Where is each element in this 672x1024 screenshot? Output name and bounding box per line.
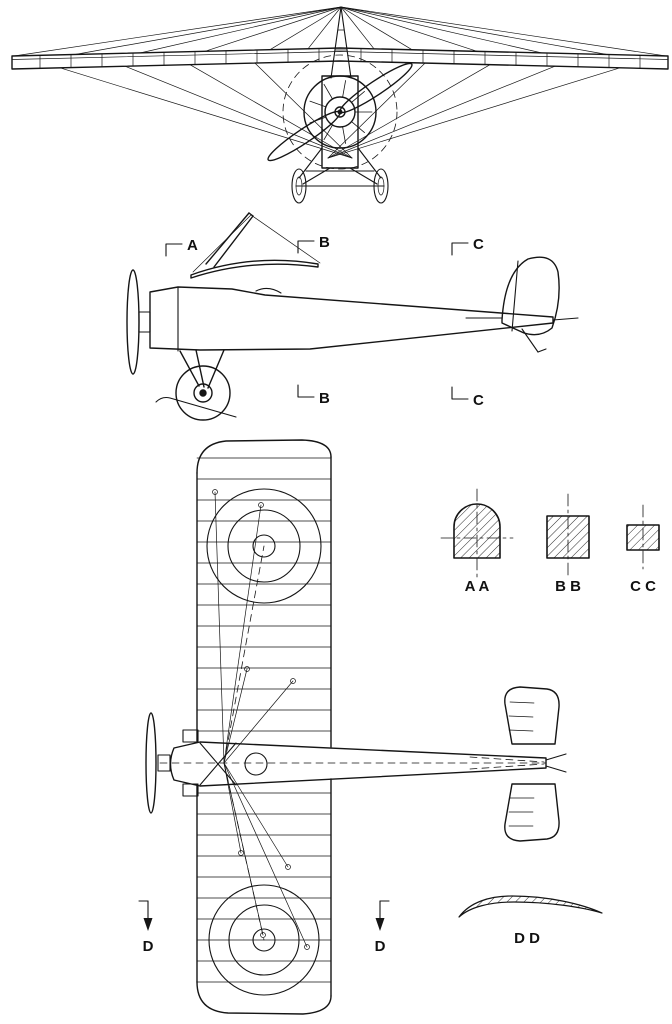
section-cc (626, 504, 660, 570)
label-b-bottom: B (319, 390, 330, 407)
side-fin-rudder (501, 256, 560, 336)
propeller-disc (282, 54, 398, 170)
front-view (11, 6, 669, 204)
section-bb (546, 493, 590, 579)
front-landing-gear (291, 147, 389, 204)
front-wheel-right (373, 168, 389, 204)
front-upper-bracing-wires (13, 6, 667, 57)
label-d-right: D (375, 938, 386, 955)
engine-cylinder-lower (182, 783, 199, 797)
label-c-top: C (473, 236, 484, 253)
rudder-hinge-line (511, 260, 519, 332)
tailplane-upper-ribs (508, 701, 535, 732)
marker-b-bottom-bracket (297, 384, 315, 398)
marker-a-bracket (165, 243, 183, 257)
marker-c-top-bracket (451, 242, 469, 256)
side-propeller (126, 269, 140, 375)
front-wing-rib-ticks (39, 48, 641, 69)
front-wing-spar-line (11, 51, 669, 60)
d-left-arrow (143, 918, 153, 931)
side-elevator (552, 317, 579, 321)
tailplane-upper-lobe (504, 686, 560, 745)
cockpit-circle (244, 752, 268, 776)
cabane-cross-bracing (199, 742, 237, 786)
d-right-arrow (375, 918, 385, 931)
upper-wingtip (196, 439, 332, 474)
front-cabane-pylon (330, 6, 352, 79)
engine-cylinder-upper (182, 729, 199, 743)
label-b-top: B (319, 234, 330, 251)
front-wheel-left (291, 168, 307, 204)
side-wing-airfoil (190, 259, 319, 279)
elevator-horns (545, 753, 567, 773)
plan-wing-outline (196, 439, 332, 1015)
label-section-bb: B B (555, 578, 581, 595)
label-section-dd: D D (514, 930, 540, 947)
front-wing-outline (11, 47, 669, 70)
tailplane-lower-lobe (504, 783, 560, 842)
tailskid (521, 328, 547, 353)
section-cut-markers (165, 240, 469, 400)
upper-wing-roundel (206, 488, 322, 604)
label-a-top: A (187, 237, 198, 254)
engine-cylinders (309, 80, 373, 144)
tailplane-lower-ribs (508, 797, 535, 827)
labels: A B C B C D D A A B B C C D D (143, 234, 657, 955)
side-view (126, 212, 579, 421)
lower-wingtip (196, 981, 332, 1015)
tail-internal-lines (469, 756, 545, 770)
plan-prop-hub (157, 754, 171, 772)
side-landing-gear (155, 349, 237, 421)
front-lower-bracing-wires (59, 62, 621, 159)
engine-cowl (303, 75, 377, 149)
plan-view (138, 439, 567, 1015)
section-d-markers (138, 900, 390, 931)
label-d-left: D (143, 938, 154, 955)
label-c-bottom: C (473, 392, 484, 409)
section-aa-shape (453, 503, 501, 559)
side-wheel (175, 365, 231, 421)
plan-propeller (145, 712, 157, 814)
label-section-cc: C C (630, 578, 656, 595)
lower-wing-roundel (208, 884, 320, 996)
section-bb-shape (546, 515, 590, 559)
label-section-aa: A A (465, 578, 490, 595)
gear-skid (155, 396, 237, 418)
section-dd-airfoil (458, 895, 603, 918)
cockpit-opening (255, 287, 282, 294)
side-prop-hub (138, 311, 151, 333)
cross-sections (440, 488, 660, 918)
marker-b-top-bracket (297, 240, 315, 254)
marker-c-bottom-bracket (451, 386, 469, 400)
front-propeller (267, 62, 413, 162)
side-kingpost (192, 212, 321, 273)
section-aa (440, 488, 514, 578)
section-cc-shape (626, 524, 660, 551)
plan-bracing-wires (212, 489, 310, 950)
plan-wing-ribs (196, 457, 332, 983)
